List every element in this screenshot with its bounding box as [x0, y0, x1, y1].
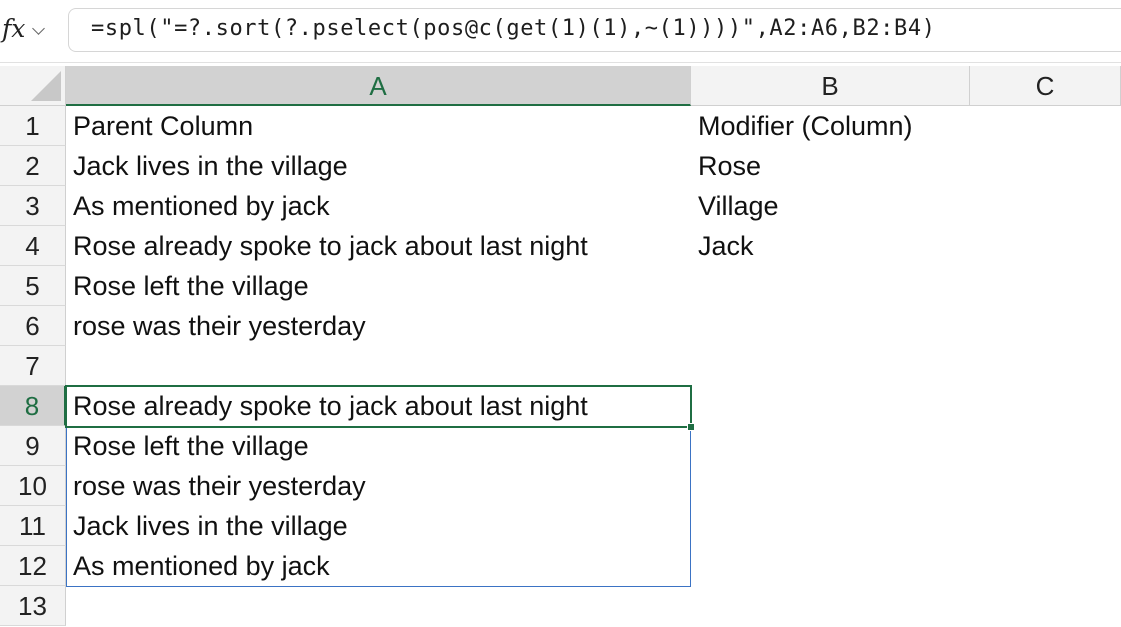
cell-a1[interactable]: Parent Column [73, 111, 254, 141]
cell-a12[interactable]: As mentioned by jack [73, 551, 330, 581]
column-header-a[interactable]: A [66, 66, 691, 106]
row-header-10[interactable]: 10 [0, 466, 66, 506]
cell-a8[interactable]: Rose already spoke to jack about last ni… [73, 391, 588, 421]
cell-a11[interactable]: Jack lives in the village [73, 511, 348, 541]
fill-handle[interactable] [687, 423, 695, 431]
row-header-8[interactable]: 8 [0, 386, 66, 426]
column-header-c[interactable]: C [970, 66, 1121, 106]
cell-a9[interactable]: Rose left the village [73, 431, 309, 461]
row-header-11[interactable]: 11 [0, 506, 66, 546]
row-header-3[interactable]: 3 [0, 186, 66, 226]
fx-icon[interactable]: fx [2, 14, 26, 43]
cell-a6[interactable]: rose was their yesterday [73, 311, 366, 341]
insert-function-control[interactable]: fx [0, 8, 60, 52]
column-header-b[interactable]: B [691, 66, 970, 106]
cell-b1[interactable]: Modifier (Column) [698, 111, 913, 141]
select-all-corner[interactable] [0, 66, 66, 106]
row-header-13[interactable]: 13 [0, 586, 66, 626]
row-header-9[interactable]: 9 [0, 426, 66, 466]
row-header-6[interactable]: 6 [0, 306, 66, 346]
chevron-down-icon[interactable] [32, 22, 45, 35]
sheet-grid: A B C 1 2 3 4 5 6 7 8 9 10 11 12 13 Pare… [0, 66, 1121, 627]
formula-bar: fx =spl("=?.sort(?.pselect(pos@c(get(1)(… [0, 0, 1121, 63]
row-header-5[interactable]: 5 [0, 266, 66, 306]
cell-b3[interactable]: Village [698, 191, 779, 221]
formula-input[interactable]: =spl("=?.sort(?.pselect(pos@c(get(1)(1),… [68, 8, 1121, 52]
cell-a4[interactable]: Rose already spoke to jack about last ni… [73, 231, 588, 261]
row-header-7[interactable]: 7 [0, 346, 66, 386]
row-header-1[interactable]: 1 [0, 106, 66, 146]
formula-text[interactable]: =spl("=?.sort(?.pselect(pos@c(get(1)(1),… [91, 16, 936, 41]
row-header-12[interactable]: 12 [0, 546, 66, 586]
cell-a5[interactable]: Rose left the village [73, 271, 309, 301]
cell-a10[interactable]: rose was their yesterday [73, 471, 366, 501]
row-header-2[interactable]: 2 [0, 146, 66, 186]
cell-a2[interactable]: Jack lives in the village [73, 151, 348, 181]
cell-b4[interactable]: Jack [698, 231, 754, 261]
row-header-4[interactable]: 4 [0, 226, 66, 266]
cell-b2[interactable]: Rose [698, 151, 762, 181]
select-all-triangle-icon [31, 71, 61, 101]
cell-a3[interactable]: As mentioned by jack [73, 191, 330, 221]
